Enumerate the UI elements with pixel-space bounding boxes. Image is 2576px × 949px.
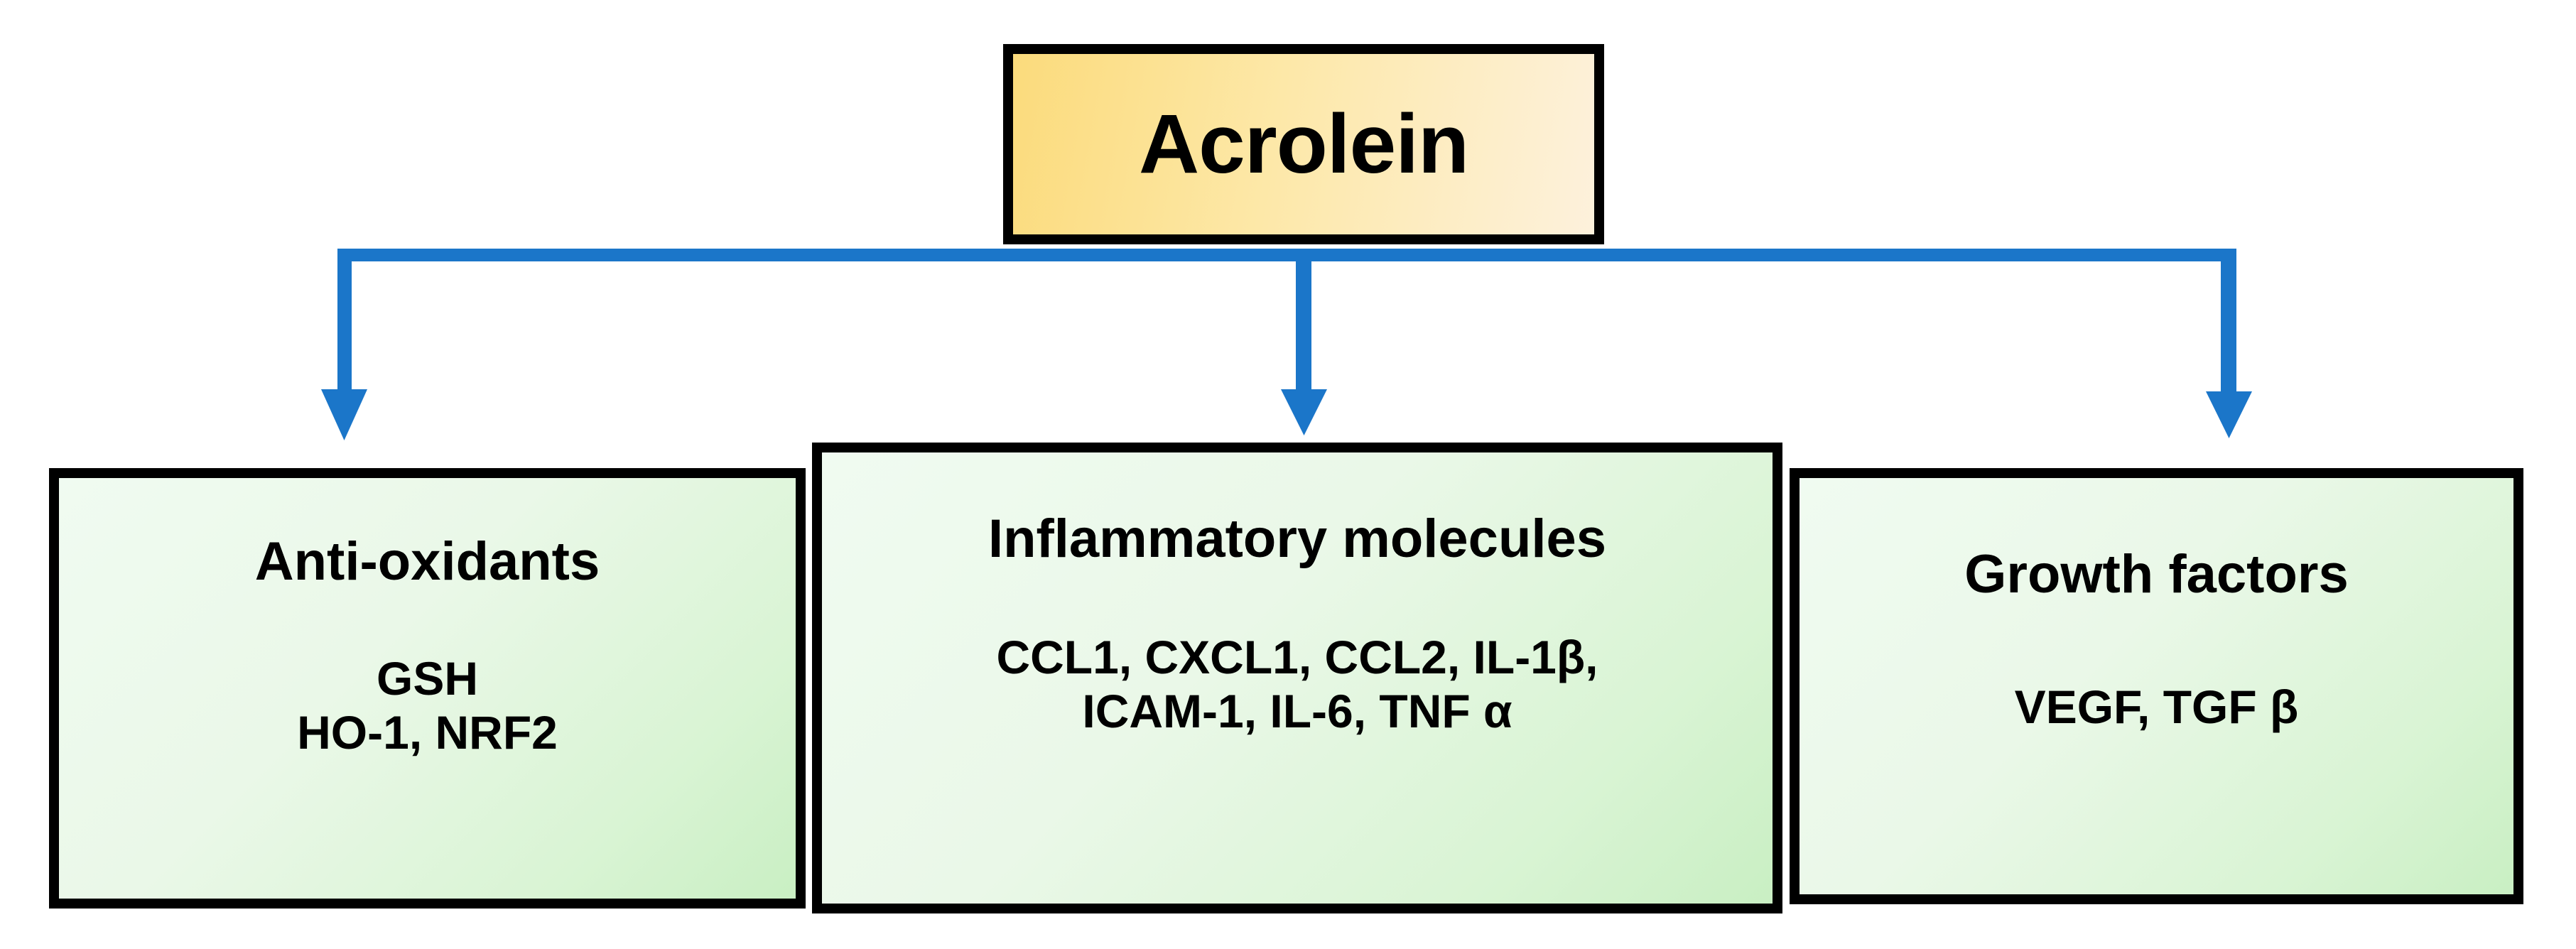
node-anti-oxidants-items: GSH HO-1, NRF2 bbox=[297, 651, 558, 760]
node-inflammatory-molecules-title: Inflammatory molecules bbox=[987, 509, 1607, 569]
node-inflammatory-molecules[interactable]: Inflammatory molecules CCL1, CXCL1, CCL2… bbox=[812, 443, 1782, 913]
connector-horizontal-bar bbox=[340, 249, 2236, 261]
node-anti-oxidants-title: Anti-oxidants bbox=[254, 531, 600, 592]
node-growth-factors-items: VEGF, TGF β bbox=[2015, 680, 2299, 734]
node-growth-factors[interactable]: Growth factors VEGF, TGF β bbox=[1790, 468, 2523, 904]
node-anti-oxidants[interactable]: Anti-oxidants GSH HO-1, NRF2 bbox=[49, 468, 806, 909]
node-inflammatory-molecules-item-line-1: CCL1, CXCL1, CCL2, IL-1β, bbox=[996, 630, 1598, 683]
arrow-to-growth-factors bbox=[2206, 249, 2252, 438]
arrow-to-anti-oxidants bbox=[321, 249, 367, 440]
node-inflammatory-molecules-items: CCL1, CXCL1, CCL2, IL-1β, ICAM-1, IL-6, … bbox=[996, 630, 1598, 739]
node-growth-factors-item-line-1: VEGF, TGF β bbox=[2014, 680, 2299, 733]
node-inflammatory-molecules-item-line-2: ICAM-1, IL-6, TNF α bbox=[1082, 685, 1512, 738]
node-growth-factors-title: Growth factors bbox=[1964, 544, 2349, 604]
node-anti-oxidants-item-line-1: GSH bbox=[376, 651, 479, 705]
arrow-to-inflammatory-molecules bbox=[1281, 249, 1327, 435]
node-anti-oxidants-item-line-2: HO-1, NRF2 bbox=[297, 706, 558, 759]
node-acrolein-label: Acrolein bbox=[1138, 97, 1469, 191]
node-acrolein[interactable]: Acrolein bbox=[1003, 44, 1604, 244]
